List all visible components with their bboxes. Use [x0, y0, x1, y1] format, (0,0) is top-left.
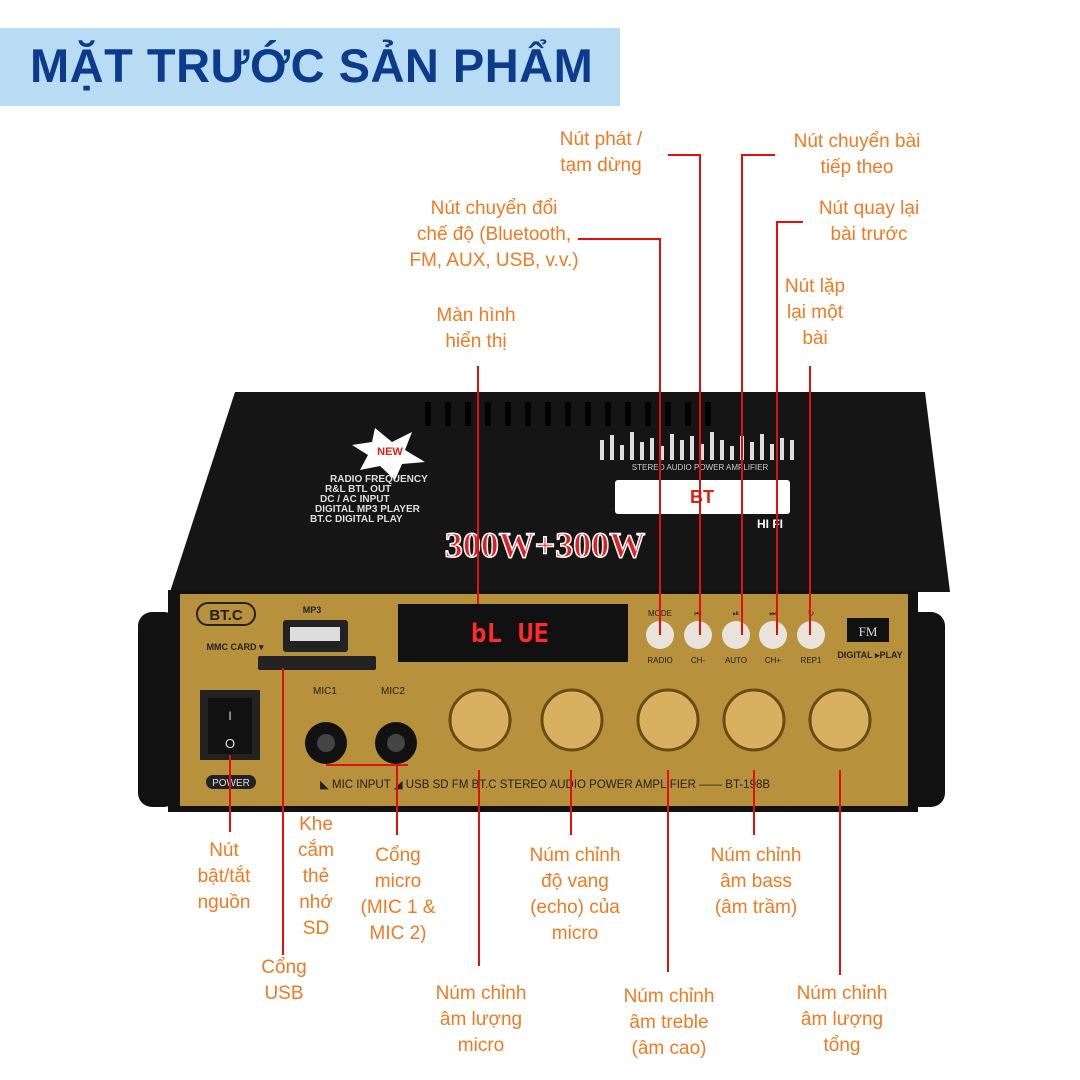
- new-text: NEW: [377, 446, 403, 458]
- label-bass: Núm chỉnh âm bass (âm trầm): [710, 845, 802, 918]
- fm-badge: [847, 618, 889, 642]
- label-play-pause: Nút phát / tạm dừng: [559, 129, 643, 176]
- button-top-label: ⏯: [733, 609, 739, 618]
- feature-item: DC / AC INPUT: [320, 494, 390, 505]
- power-rating: 300W+300W: [445, 525, 646, 565]
- button-bottom-label: RADIO: [647, 656, 672, 665]
- feature-item: DIGITAL MP3 PLAYER: [315, 504, 421, 515]
- button-bottom-label: CH+: [765, 656, 782, 665]
- label-mic: Cổng micro (MIC 1 & MIC 2): [360, 845, 436, 944]
- sd-card-slot[interactable]: [258, 656, 376, 670]
- label-display: Màn hình hiển thị: [436, 305, 516, 352]
- mic-volume-knob[interactable]: [448, 688, 512, 752]
- mic1-jack-hole: [317, 734, 335, 752]
- new-starburst: [352, 428, 425, 480]
- leader-play-pause: [668, 154, 701, 635]
- fm-text: FM: [859, 624, 878, 639]
- label-next: Nút chuyển bài tiếp theo: [793, 131, 921, 178]
- leader-prev: [776, 221, 803, 635]
- bt-badge-text: BT: [690, 487, 714, 507]
- label-total-volume: Núm chỉnh âm lượng tổng: [796, 983, 888, 1056]
- button-top-label: ⏭: [769, 609, 776, 618]
- button-top-label: ⏮: [694, 609, 701, 618]
- brand-oval: [196, 602, 256, 626]
- bt-badge: [615, 480, 790, 514]
- label-echo: Núm chỉnh độ vang (echo) của micro: [529, 845, 621, 944]
- label-mode: Nút chuyển đổi chế độ (Bluetooth, FM, AU…: [409, 198, 579, 271]
- leader-lines: [229, 154, 841, 975]
- feature-item: R&L BTL OUT: [325, 484, 391, 495]
- next-channel-button[interactable]: [759, 621, 787, 649]
- digital-play-text: DIGITAL ▸PLAY: [837, 650, 902, 660]
- label-mic-volume: Núm chỉnh âm lượng micro: [435, 983, 527, 1056]
- label-treble: Núm chỉnh âm treble (âm cao): [623, 986, 715, 1059]
- usb-port-inner: [290, 627, 340, 641]
- switch-on-mark: I: [228, 709, 231, 723]
- knobs: [448, 688, 872, 752]
- treble-knob[interactable]: [636, 688, 700, 752]
- echo-knob[interactable]: [540, 688, 604, 752]
- title-banner: [0, 28, 620, 106]
- mic1-label: MIC1: [313, 686, 337, 697]
- model-strip-text: ◣ MIC INPUT ◢ USB SD FM BT.C STEREO AUDI…: [320, 779, 770, 791]
- feature-item: BT.C DIGITAL PLAY: [310, 514, 403, 525]
- label-repeat: Nút lặp lại một bài: [784, 276, 846, 349]
- brand-logo: BT.C: [209, 607, 243, 624]
- leader-next: [741, 154, 775, 635]
- page-title: MẶT TRƯỚC SẢN PHẨM: [30, 39, 594, 92]
- prev-channel-button[interactable]: [684, 621, 712, 649]
- display-screen: [398, 604, 628, 662]
- label-sd: Khe cắm thẻ nhớ SD: [298, 814, 334, 939]
- bass-knob[interactable]: [722, 688, 786, 752]
- mmc-label: MMC CARD ▾: [206, 642, 263, 652]
- button-bottom-label: CH-: [691, 656, 706, 665]
- power-switch[interactable]: [208, 698, 252, 754]
- label-prev: Nút quay lại bài trước: [818, 198, 920, 245]
- mp3-label: MP3: [303, 605, 322, 615]
- display-text: bL UE: [471, 619, 549, 649]
- label-usb: Cổng USB: [261, 957, 307, 1004]
- feature-item: RADIO FREQUENCY: [330, 474, 428, 485]
- amplifier-top: [170, 392, 950, 592]
- label-power: Nút bật/tắt nguồn: [197, 840, 251, 913]
- button-bottom-label: AUTO: [725, 656, 747, 665]
- master-volume-knob[interactable]: [808, 688, 872, 752]
- mic2-label: MIC2: [381, 686, 405, 697]
- hifi-text: HI FI: [757, 517, 783, 531]
- switch-off-mark: O: [225, 736, 235, 751]
- mic2-jack-hole: [387, 734, 405, 752]
- button-bottom-label: REP1: [801, 656, 822, 665]
- leader-mode: [578, 238, 661, 635]
- play-pause-button[interactable]: [722, 621, 750, 649]
- vent-slots: [425, 402, 711, 426]
- feature-list: RADIO FREQUENCY R&L BTL OUT DC / AC INPU…: [310, 474, 428, 525]
